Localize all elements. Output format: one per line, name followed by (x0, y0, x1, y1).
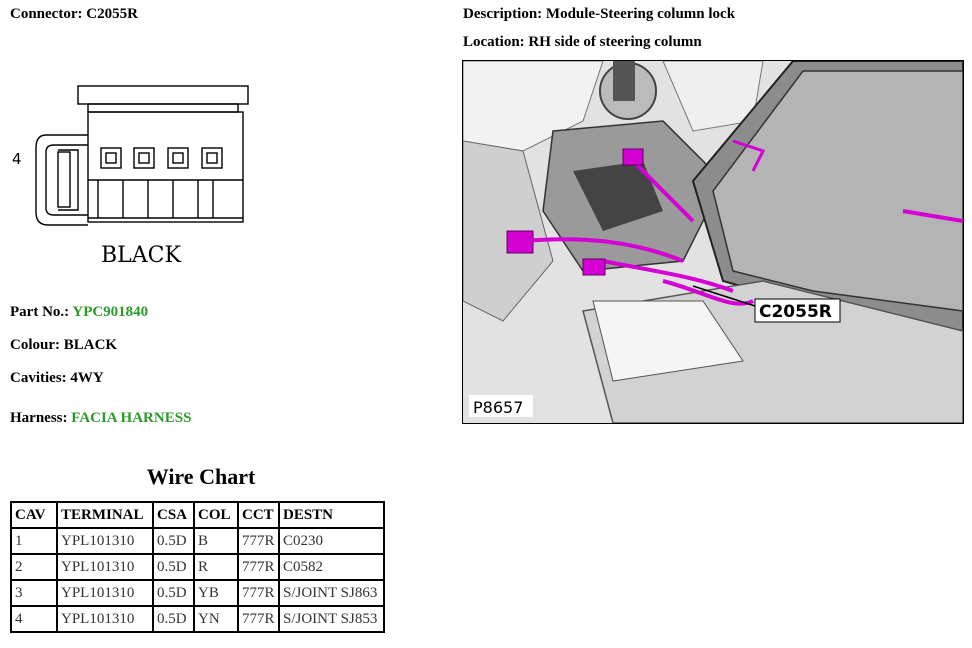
header-col: COL (195, 503, 237, 527)
table-row: 4 YPL101310 0.5D YN 777R S/JOINT SJ853 (12, 607, 383, 631)
photo-callout-label: C2055R (759, 302, 832, 322)
cavities-value: 4WY (70, 370, 104, 386)
connector-label: Connector: C2055R (10, 6, 138, 22)
connector-diagram: 4 BLACK (12, 85, 249, 268)
cavities-line: Cavities: 4WY (10, 370, 104, 386)
header-destn: DESTN (280, 503, 383, 527)
table-row: 1 YPL101310 0.5D B 777R C0230 (12, 529, 383, 553)
table-row: 2 YPL101310 0.5D R 777R C0582 (12, 555, 383, 579)
location-photo: C2055R P8657 (462, 60, 964, 424)
wire-chart-title: Wire Chart (146, 464, 256, 489)
description-value: Module-Steering column lock (545, 6, 736, 22)
colour-value: BLACK (63, 337, 118, 353)
header-csa: CSA (154, 503, 193, 527)
colour-line: Colour: BLACK (10, 337, 118, 353)
location-label: Location: RH side of steering column (463, 34, 702, 50)
header-cct: CCT (239, 503, 278, 527)
harness-line: Harness: FACIA HARNESS (10, 410, 192, 426)
header-terminal: TERMINAL (58, 503, 152, 527)
connector-color-label: BLACK (101, 243, 181, 268)
location-value: RH side of steering column (528, 34, 702, 50)
harness-value: FACIA HARNESS (71, 410, 192, 426)
wire-chart-table: CAV TERMINAL CSA COL CCT DESTN 1 YPL1013… (10, 501, 385, 633)
pin-number-label: 4 (12, 150, 22, 168)
part-number-value: YPC901840 (72, 304, 149, 320)
header-cav: CAV (12, 503, 56, 527)
table-header-row: CAV TERMINAL CSA COL CCT DESTN (12, 503, 383, 527)
table-row: 3 YPL101310 0.5D YB 777R S/JOINT SJ863 (12, 581, 383, 605)
part-number-line: Part No.: YPC901840 (10, 304, 149, 320)
connector-value: C2055R (86, 6, 138, 22)
description-label: Description: Module-Steering column lock (463, 6, 736, 22)
photo-reference-label: P8657 (473, 398, 523, 417)
